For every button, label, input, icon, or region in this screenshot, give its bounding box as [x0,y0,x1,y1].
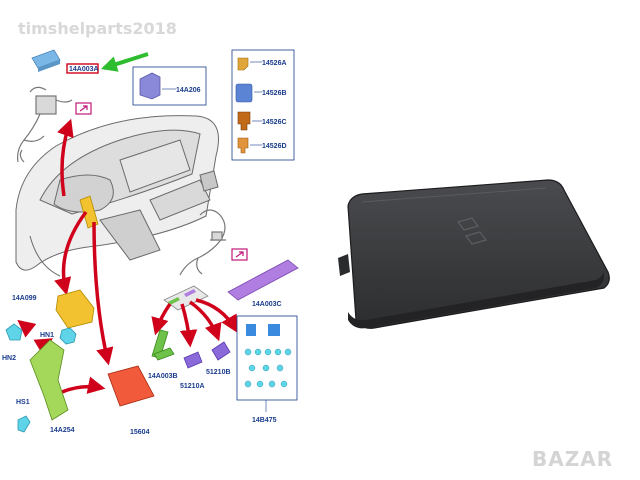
part-wiring-bracket-upper [17,86,73,163]
fuse-14526c-icon [237,111,251,131]
label-14a099: 14A099 [12,295,37,302]
part-connector-14a003b [153,347,175,361]
label-hn1: HN1 [40,332,54,339]
label-14a003c: 14A003C [252,301,282,308]
callout-frame-fuses: 14526A 14526B 14526C 14526D [231,49,295,161]
red-reference-arrows [17,118,238,394]
part-yellow-module-14a099 [55,289,95,329]
callout-icon-lower [231,248,248,261]
part-hn1-icon [59,327,77,345]
watermark-text: timshelparts2018 [18,19,177,38]
part-hn2-icon [5,323,23,341]
label-14a254: 14A254 [50,427,75,434]
part-module-14a003a [31,49,61,72]
part-connector-51210a [183,351,203,369]
fuse-14526d-icon [237,137,249,154]
bazar-logo: BAZAR [532,447,613,471]
label-14526c: 14526C [262,119,287,126]
part-central-junction [163,285,209,311]
part-module-15604 [107,365,155,407]
label-14a003a: 14A003A [69,66,99,73]
label-hn2: HN2 [2,355,16,362]
label-15604: 15604 [130,429,150,436]
part-hs1-icon [17,415,31,433]
callout-icon-upper [75,102,92,115]
label-14526d: 14526D [262,143,287,150]
callout-frame-14b475: 14B475 [236,315,298,424]
highlight-box-14a003a [66,63,99,74]
label-14a003b: 14A003B [148,373,178,380]
part-connector-51210b [211,341,231,361]
fuse-14526b-icon [235,83,253,103]
part-bracket-14a254 [29,339,69,421]
fuse-embossed-icon [456,217,488,245]
label-14526a: 14526A [262,60,287,67]
green-pointer-arrow [100,52,149,72]
label-51210a: 51210A [180,383,205,390]
label-14b475: 14B475 [252,417,277,424]
part-connector-strip-14a003c [227,259,299,301]
part-wiring-harness-lower [179,209,226,276]
label-14a206: 14A206 [176,87,201,94]
fuse-14526a-icon [237,57,249,71]
vehicle-dashboard-illustration [15,115,219,277]
label-51210b: 51210B [206,369,231,376]
callout-frame-14a206: 14A206 [132,66,207,106]
fuse-box-cover-photo [338,179,610,329]
dash-highlight-module [79,195,99,229]
label-hs1: HS1 [16,399,30,406]
label-14526b: 14526B [262,90,287,97]
